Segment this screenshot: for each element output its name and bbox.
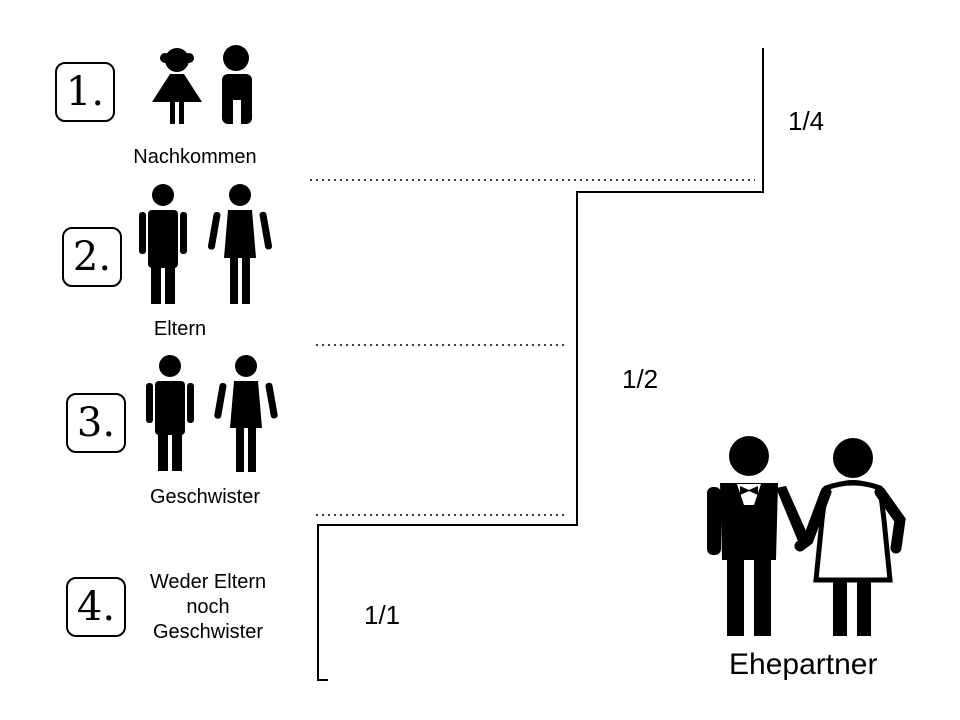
group-number-badge-2: 2. [62, 227, 122, 287]
spouse-label: Ehepartner [729, 648, 878, 681]
group-label-none-line-1: Weder Eltern [149, 571, 267, 593]
woman-icon [214, 355, 278, 472]
man-icon [146, 355, 194, 471]
boy-icon [222, 45, 252, 124]
bride-groom-icon [707, 436, 906, 636]
share-whole: 1/1 [364, 600, 401, 630]
group-label-none-line-2: noch [186, 596, 230, 618]
group-number-badge-1: 1. [55, 62, 115, 122]
group-label-none-line-3: Geschwister [152, 621, 264, 643]
man-icon [139, 184, 187, 304]
group-label-parents: Eltern [153, 318, 207, 340]
share-one-half: 1/2 [622, 364, 659, 394]
girl-icon [152, 48, 202, 124]
group-label-descendants: Nachkommen [133, 146, 257, 168]
share-staircase [317, 48, 764, 681]
group-number-badge-3: 3. [66, 393, 126, 453]
groom-figure [707, 436, 810, 636]
group-label-none: Weder Eltern noch Geschwister [128, 570, 288, 645]
group-label-siblings: Geschwister [149, 486, 261, 508]
share-one-quarter: 1/4 [788, 106, 825, 136]
bride-figure [794, 438, 906, 636]
group-number-badge-4: 4. [66, 577, 126, 637]
woman-icon [207, 184, 273, 304]
